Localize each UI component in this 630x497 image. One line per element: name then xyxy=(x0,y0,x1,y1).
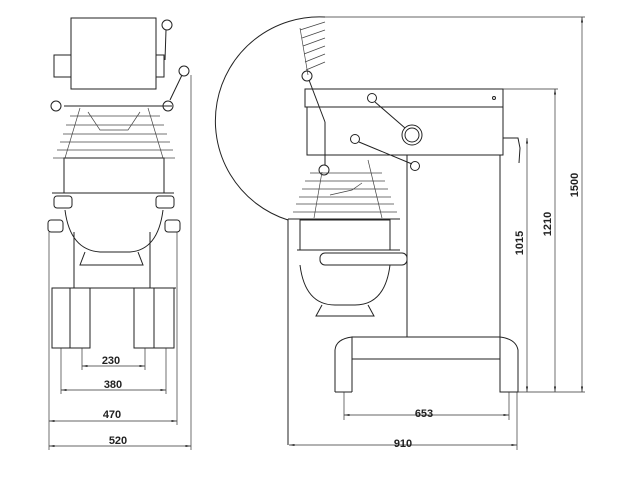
dim-foot-inner: 230 xyxy=(102,355,120,367)
speed-knob-icon xyxy=(401,124,423,146)
dim-head-height: 1210 xyxy=(542,212,554,236)
side-view: 653 910 1015 1210 1500 xyxy=(214,16,585,450)
dim-overall-depth: 910 xyxy=(394,438,412,450)
dim-base-depth: 653 xyxy=(415,408,433,420)
motor-head xyxy=(70,17,157,90)
column xyxy=(406,154,501,338)
dim-body-width: 470 xyxy=(103,409,121,421)
raised-guard xyxy=(299,21,326,76)
base xyxy=(334,336,519,393)
dim-bowl-height: 1015 xyxy=(514,231,526,255)
dim-overall-width: 520 xyxy=(109,435,127,447)
head-top xyxy=(304,88,504,108)
head-body xyxy=(306,106,504,156)
front-feet xyxy=(51,287,175,349)
dim-overall-height: 1500 xyxy=(569,173,581,197)
side-guard xyxy=(293,159,397,219)
front-view: 230 380 470 520 xyxy=(47,17,192,450)
dim-foot-outer: 380 xyxy=(104,379,122,391)
lever-knob-icon xyxy=(50,100,62,112)
bowl-guard xyxy=(53,107,175,159)
head-swing-arc xyxy=(214,16,326,221)
